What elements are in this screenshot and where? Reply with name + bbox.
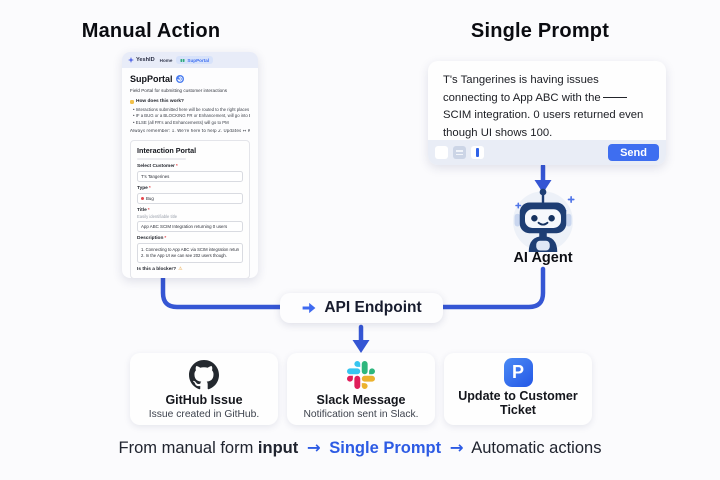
attachment-icon[interactable]: [435, 146, 448, 159]
nav-supportal-label: SupPortal: [187, 57, 210, 63]
supportal-form-window: YeshID Home SupPortal SupPortal: [122, 52, 258, 278]
how-it-works-label: How does this work?: [136, 99, 184, 104]
agent-to-api-connector: [439, 266, 546, 310]
prompt-line: though UI shows 100.: [443, 126, 553, 139]
slack-icon: [347, 361, 375, 389]
caption-arrow-icon: →: [306, 438, 321, 457]
form-body: SupPortal Field Portal for submitting cu…: [122, 68, 258, 278]
how-bullet: Interactions submitted here will be rout…: [133, 107, 250, 113]
pointing-hand-icon: [130, 99, 134, 104]
format-lines-icon[interactable]: [453, 146, 466, 159]
supportal-tab-icon: [180, 58, 185, 62]
type-select[interactable]: Bug: [137, 193, 243, 205]
how-bullet: IF a BUG or a BLOCKING FR or Enhancement…: [133, 113, 250, 119]
outcome-subtitle: Notification sent in Slack.: [303, 409, 419, 421]
swirl-icon: [175, 75, 184, 83]
title-field-label: Title*: [137, 208, 150, 214]
title-input[interactable]: App ABC SCIM Integration returning 0 use…: [137, 221, 243, 233]
prompt-text-input[interactable]: T's Tangerines is having issues connecti…: [428, 61, 666, 142]
portal-subtitle-placeholder: [137, 157, 186, 161]
pylon-icon: P: [503, 357, 533, 387]
nav-home-link[interactable]: Home: [159, 57, 173, 63]
api-endpoint-label: API Endpoint: [324, 299, 422, 316]
interaction-portal-title: Interaction Portal: [137, 146, 197, 156]
ai-agent-label: AI Agent: [513, 250, 573, 266]
brand-name: YeshID: [136, 57, 155, 63]
outcome-title: GitHub Issue: [165, 393, 243, 407]
interaction-portal-section: Interaction Portal Select Customer* T's …: [130, 140, 250, 278]
api-endpoint-node: API Endpoint: [280, 293, 443, 323]
caption-arrow-icon: →: [449, 438, 464, 457]
single-prompt-card: T's Tangerines is having issues connecti…: [428, 61, 666, 165]
strikethrough-artifact: [602, 97, 627, 99]
right-column-title: Single Prompt: [470, 20, 610, 42]
how-bullet: ELSE (all FR's and Enhancements) will go…: [133, 120, 250, 126]
api-arrow-icon: [302, 302, 316, 314]
yeshid-logo: YeshID: [128, 57, 155, 63]
how-it-works-title: How does this work?: [130, 99, 250, 104]
app-header-bar: YeshID Home SupPortal: [122, 52, 258, 68]
description-textarea[interactable]: 1. Connecting to App ABC via SCIM integr…: [137, 243, 243, 264]
github-icon: [189, 360, 219, 390]
outcome-card-customer-ticket: P Update to Customer Ticket: [444, 353, 592, 425]
send-button[interactable]: Send: [608, 144, 659, 161]
blocker-question-label: Is this a blocker? ⚠: [137, 267, 183, 273]
warning-icon: ⚠: [178, 267, 183, 273]
caption-post: Automatic actions: [471, 439, 602, 457]
outcome-subtitle: Issue created in GitHub.: [148, 409, 260, 421]
caption-pre: From manual form: [118, 439, 254, 457]
prompt-line: SCIM integration. 0 users returned even: [443, 109, 644, 121]
app-nav: Home SupPortal: [159, 56, 214, 64]
api-to-cards-arrowhead: [352, 340, 370, 353]
how-it-works-list: Interactions submitted here will be rout…: [133, 107, 250, 126]
left-column-title: Manual Action: [81, 20, 221, 42]
caption-input-word: input: [257, 439, 299, 457]
caption-single-prompt: Single Prompt: [329, 439, 442, 457]
supportal-subheading: Field Portal for submitting customer int…: [130, 88, 228, 93]
form-to-api-connector: [160, 274, 284, 310]
description-line: 1. Connecting to App ABC via SCIM integr…: [141, 246, 239, 252]
description-field-label: Description*: [137, 236, 167, 242]
type-value: Bug: [146, 196, 154, 202]
bottom-caption: From manual form input → Single Prompt →…: [0, 438, 720, 458]
outcome-title: Slack Message: [316, 393, 406, 407]
type-field-label: Type*: [137, 186, 151, 192]
title-helper-text: Easily identifiable title: [137, 214, 178, 220]
description-line: 2. In the App UI we can see 202 users th…: [141, 253, 227, 259]
ai-agent-illustration: [505, 186, 581, 257]
always-remember-note: Always remember: 1. We're here to help 2…: [130, 129, 250, 135]
nav-supportal-tab[interactable]: SupPortal: [176, 56, 214, 64]
customer-select[interactable]: T's Tangerines: [137, 171, 243, 183]
outcome-title: Update to Customer Ticket: [458, 389, 578, 418]
prompt-line: T's Tangerines is having issues: [443, 74, 599, 86]
prompt-toolbar: Send: [428, 140, 666, 165]
text-cursor-icon[interactable]: [471, 146, 484, 159]
robot-icon: [513, 188, 575, 252]
title-value: App ABC SCIM Integration returning 0 use…: [141, 224, 228, 230]
customer-field-label: Select Customer*: [137, 164, 178, 170]
outcome-card-slack: Slack Message Notification sent in Slack…: [287, 353, 435, 425]
outcome-card-github: GitHub Issue Issue created in GitHub.: [130, 353, 278, 425]
bug-status-dot: [141, 197, 144, 201]
customer-value: T's Tangerines: [141, 174, 170, 180]
prompt-line: connecting to App ABC with the: [443, 91, 601, 104]
yeshid-logo-icon: [128, 57, 134, 63]
supportal-heading: SupPortal: [130, 74, 173, 84]
